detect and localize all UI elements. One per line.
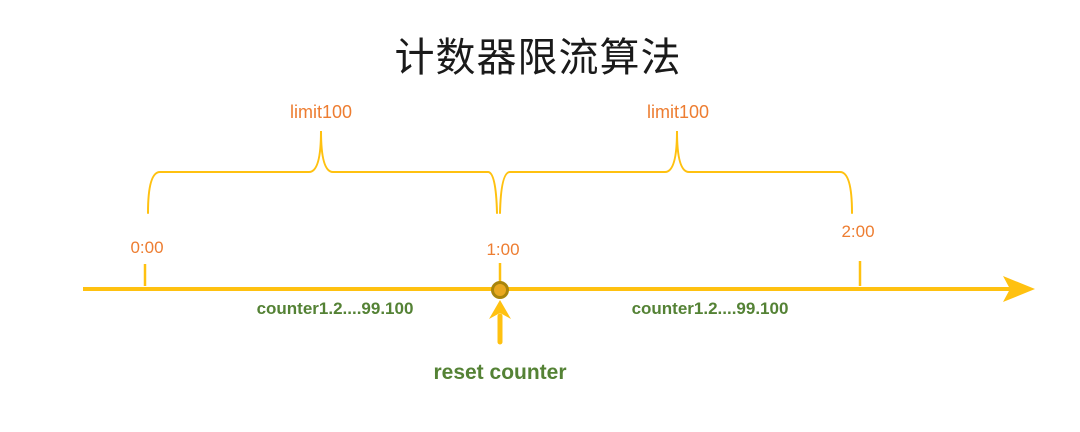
counter-range-label-1: counter1.2....99.100: [256, 299, 414, 318]
brace-interval-1: [147, 130, 498, 214]
reset-arrow-head-icon: [489, 300, 511, 319]
brace-interval-2: [499, 130, 853, 214]
limit-label-1: limit100: [289, 102, 353, 122]
time-label-2-00: 2:00: [841, 222, 875, 241]
timeline-arrowhead-icon: [1003, 276, 1035, 302]
reset-counter-label: reset counter: [433, 361, 567, 384]
diagram-title: 计数器限流算法: [394, 35, 682, 81]
time-label-1-00: 1:00: [486, 240, 520, 259]
time-label-0-00: 0:00: [130, 238, 164, 257]
reset-point-dot: [491, 281, 509, 299]
counter-range-label-2: counter1.2....99.100: [631, 299, 789, 318]
limit-label-2: limit100: [646, 102, 710, 122]
